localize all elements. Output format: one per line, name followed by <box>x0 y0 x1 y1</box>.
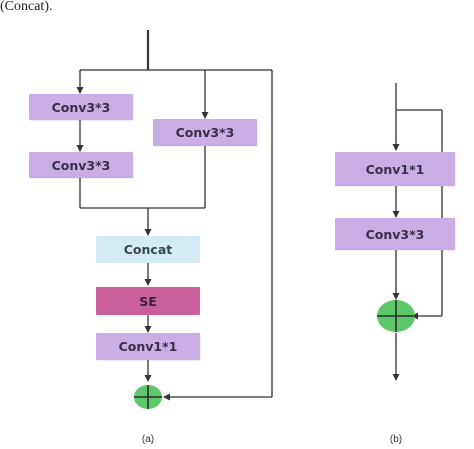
b-conv3x3-box: Conv3*3 <box>335 218 455 250</box>
a-conv3x3-right: Conv3*3 <box>153 119 257 146</box>
b-add-node <box>377 300 415 332</box>
a-conv3x3-left-bottom: Conv3*3 <box>29 152 133 178</box>
a-se-box: SE <box>96 287 200 315</box>
a-conv3x3-left-top: Conv3*3 <box>29 94 133 120</box>
header-text-fragment: (Concat). <box>0 0 53 14</box>
a-conv1x1-box: Conv1*1 <box>96 333 200 360</box>
b-conv1x1-box: Conv1*1 <box>335 152 455 186</box>
a-concat-box: Concat <box>96 236 200 263</box>
caption-b: (b) <box>389 434 403 445</box>
a-add-node <box>134 385 162 409</box>
caption-a: (a) <box>141 434 155 445</box>
